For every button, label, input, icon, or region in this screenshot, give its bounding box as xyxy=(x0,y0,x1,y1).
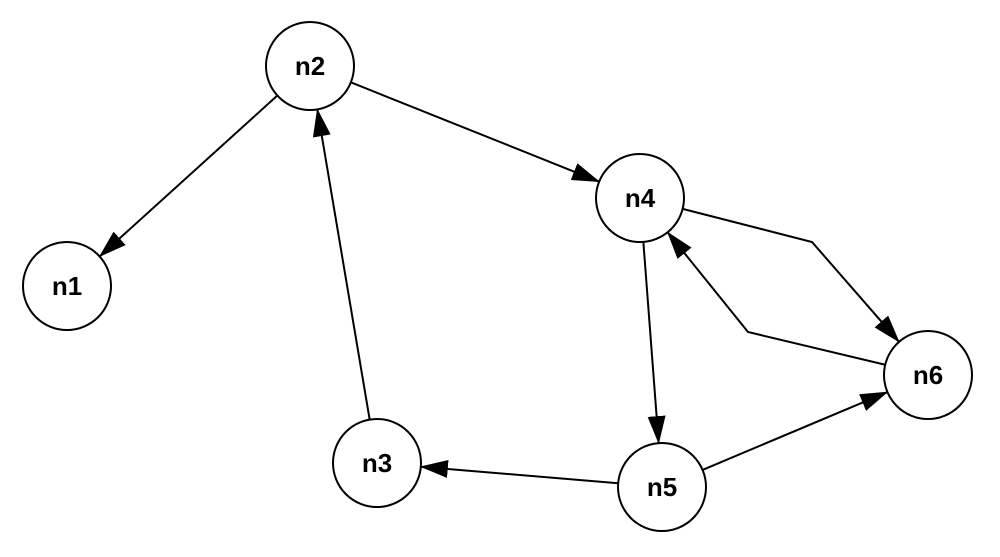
edge-n2-n1 xyxy=(98,94,279,258)
edge-n5-n6 xyxy=(702,391,889,471)
node-label-n4: n4 xyxy=(625,183,656,213)
node-label-n1: n1 xyxy=(52,271,82,301)
node-circle-n2 xyxy=(265,21,355,111)
node-label-n5: n5 xyxy=(647,472,677,502)
node-circle-n1 xyxy=(22,241,112,331)
edge-n3-n2 xyxy=(312,108,371,420)
node-circle-n3 xyxy=(332,418,422,508)
node-n4: n4 xyxy=(595,153,685,243)
node-circle-n5 xyxy=(617,442,707,532)
node-circle-n6 xyxy=(883,330,973,420)
node-n1: n1 xyxy=(22,241,112,331)
node-label-n2: n2 xyxy=(295,51,325,81)
node-label-n6: n6 xyxy=(913,360,943,390)
node-n5: n5 xyxy=(617,442,707,532)
edge-n5-n3 xyxy=(419,459,619,485)
node-label-n3: n3 xyxy=(362,448,392,478)
node-circle-n4 xyxy=(595,153,685,243)
edge-n4-n6 xyxy=(682,207,900,343)
edge-n4-n5 xyxy=(642,241,666,445)
edge-n6-n4 xyxy=(666,231,886,366)
node-n3: n3 xyxy=(332,418,422,508)
edge-n2-n4 xyxy=(350,81,601,183)
node-n2: n2 xyxy=(265,21,355,111)
node-n6: n6 xyxy=(883,330,973,420)
